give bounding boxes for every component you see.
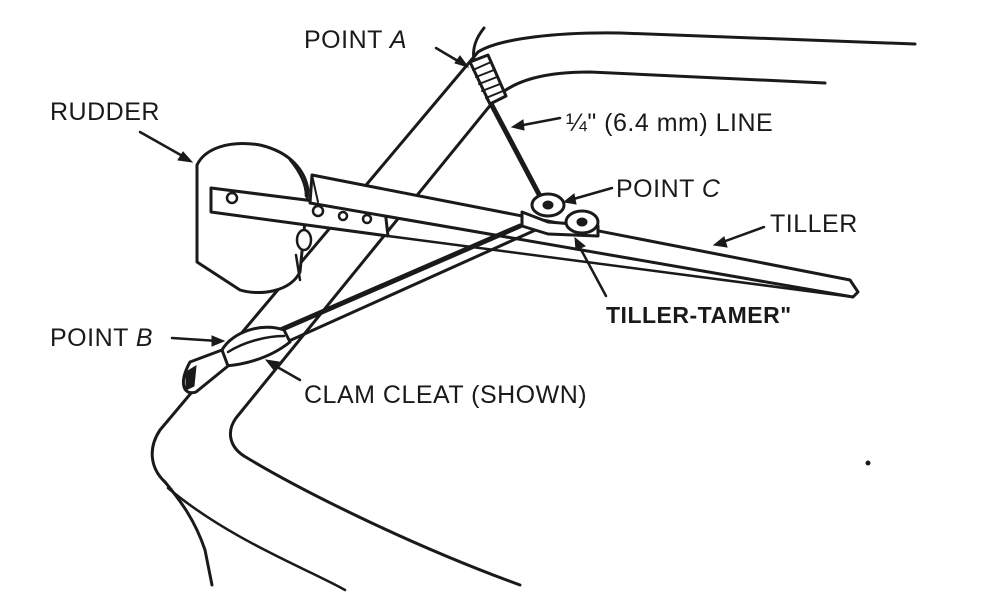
point-a-label: POINT A bbox=[304, 26, 407, 54]
stray-dot bbox=[865, 460, 871, 466]
point-b-label: POINT B bbox=[50, 324, 153, 352]
tiller-tamer-label: TILLER-TAMER" bbox=[606, 302, 792, 328]
boat-hull bbox=[150, 31, 917, 592]
rudder-label: RUDDER bbox=[50, 98, 160, 126]
tiller-label: TILLER bbox=[770, 210, 858, 238]
control-line bbox=[259, 95, 545, 347]
clam-cleat bbox=[181, 325, 292, 395]
line-label: ¼" (6.4 mm) LINE bbox=[566, 109, 773, 137]
point-a-fitting bbox=[468, 26, 508, 106]
clam-cleat-label: CLAM CLEAT (SHOWN) bbox=[304, 381, 587, 409]
point-c-label: POINT C bbox=[616, 175, 721, 203]
tiller-tamer-hardware bbox=[520, 192, 600, 238]
leader-arrows bbox=[138, 46, 766, 382]
